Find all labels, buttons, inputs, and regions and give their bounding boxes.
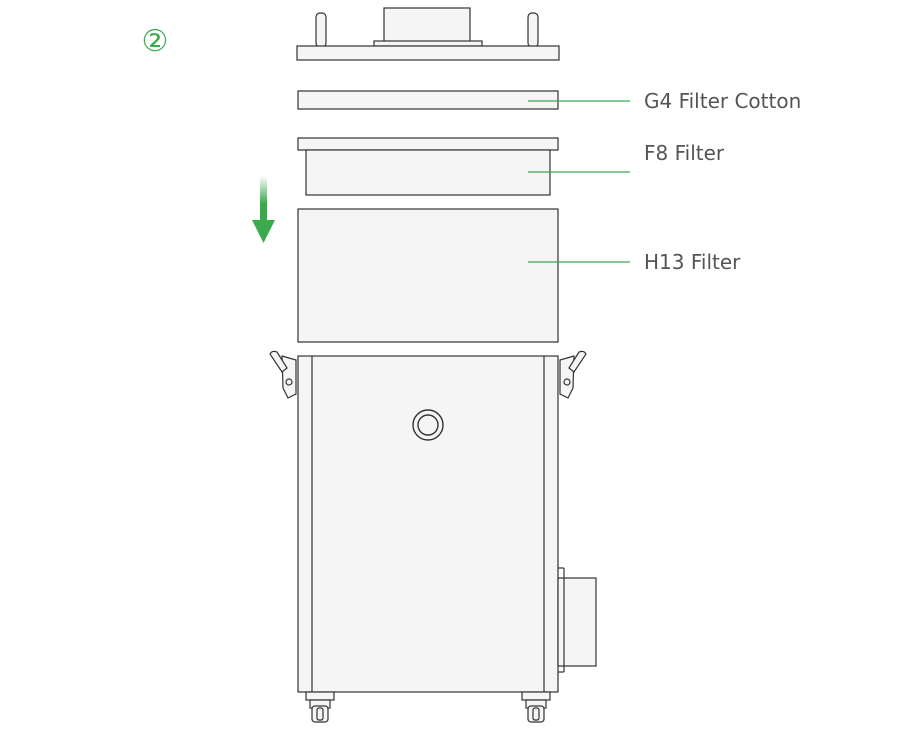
h13-filter (297, 208, 559, 343)
label-h13-filter: H13 Filter (644, 250, 741, 274)
top-cover-left-handle (315, 12, 327, 48)
right-wheel (521, 691, 551, 723)
left-wheel (305, 691, 335, 723)
cabinet-body (297, 355, 559, 693)
g4-filter-cotton (297, 90, 559, 110)
label-g4-filter-cotton: G4 Filter Cotton (644, 89, 802, 113)
step-number: ② (141, 24, 169, 59)
f8-filter-body (305, 149, 551, 196)
f8-filter-frame (297, 137, 559, 151)
right-latch-icon (559, 350, 587, 399)
left-latch-icon (269, 350, 297, 399)
f8-filter (297, 137, 559, 196)
top-cover (296, 7, 560, 61)
top-cover-outlet-base (373, 40, 483, 47)
top-cover-plate (296, 45, 560, 61)
main-cabinet (297, 355, 597, 693)
label-f8-filter: F8 Filter (644, 141, 725, 165)
top-cover-outlet (383, 7, 471, 43)
leader-lines (528, 100, 630, 263)
top-cover-right-handle (527, 12, 539, 48)
down-arrow-icon (252, 176, 275, 243)
knob-icon (412, 409, 444, 441)
